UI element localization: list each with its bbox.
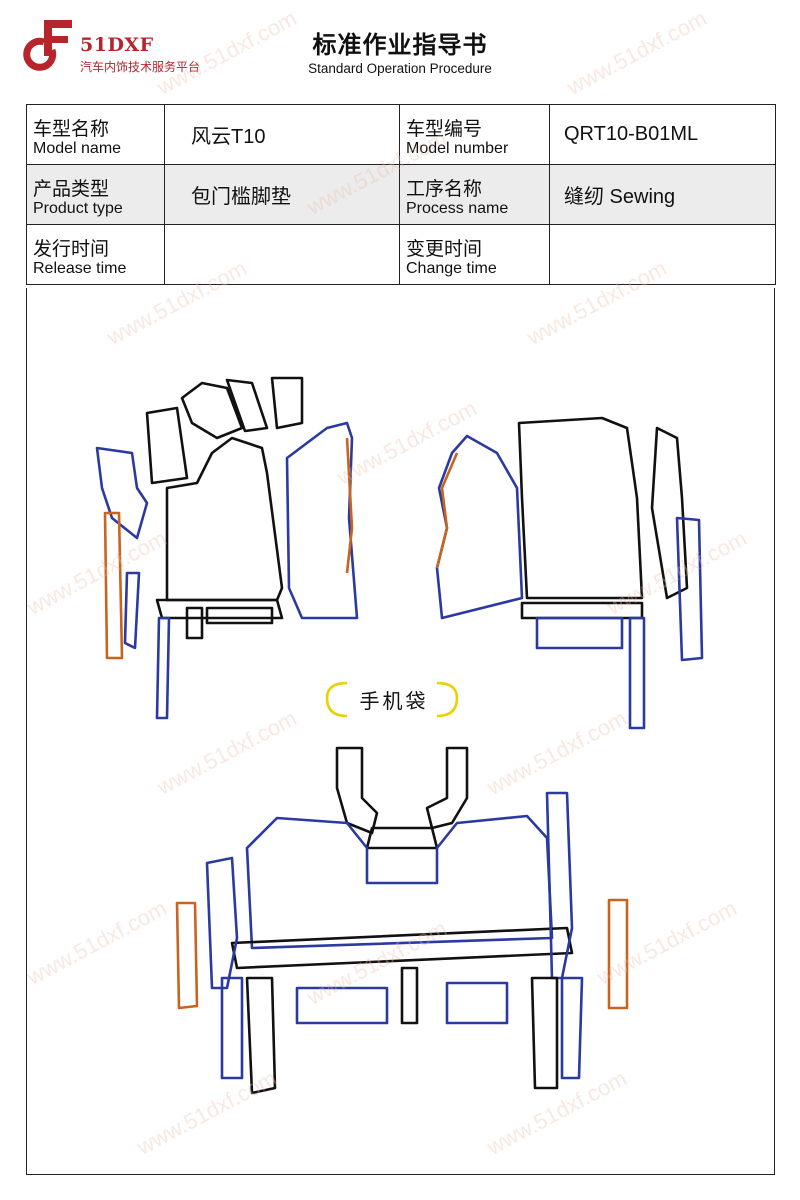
rear-left-lower-piece-2 — [245, 976, 277, 1095]
logo-slogan: 汽车内饰技术服务平台 — [80, 60, 201, 74]
brand-logo: 51DXF 汽车内饰技术服务平台 — [22, 18, 262, 78]
process-name-value-cell: 缝纫 Sewing — [549, 164, 776, 225]
change-time-value-cell — [549, 224, 776, 285]
product-type-value-cell: 包门槛脚垫 — [164, 164, 400, 225]
release-time-value-cell — [164, 224, 400, 285]
model-number-label-cn: 车型编号 — [406, 117, 483, 140]
title-chinese: 标准作业指导书 — [312, 31, 488, 59]
front-right-lower-strip-1 — [520, 601, 644, 620]
document-title: 标准作业指导书 Standard Operation Procedure — [250, 30, 550, 78]
rear-main-floor-piece — [245, 814, 554, 950]
document-header: 51DXF 汽车内饰技术服务平台 标准作业指导书 Standard Operat… — [0, 0, 800, 100]
front-left-top-piece-3 — [225, 378, 269, 433]
front-right-lower-strip-3 — [628, 616, 646, 730]
process-name-label: 工序名称 Process name — [399, 164, 550, 225]
pattern-outlines — [95, 376, 704, 1095]
phone-pocket-right-bracket — [436, 681, 459, 718]
rear-mat-group — [175, 746, 629, 1095]
front-right-left-piece — [435, 434, 524, 620]
release-time-label: 发行时间 Release time — [26, 224, 165, 285]
info-table: 车型名称 Model name 风云T10 车型编号 Model number … — [26, 104, 776, 285]
front-right-right-piece-2 — [675, 516, 704, 662]
front-left-mat-group — [95, 376, 359, 720]
front-left-side-piece — [95, 446, 149, 540]
model-number-label-en: Model number — [406, 139, 509, 157]
front-right-right-piece-1 — [650, 426, 689, 600]
phone-pocket-left-bracket — [325, 681, 348, 718]
model-name-label-en: Model name — [33, 139, 122, 157]
process-name-label-cn: 工序名称 — [406, 177, 483, 200]
rear-right-lower-piece-2 — [560, 976, 584, 1080]
change-time-label: 变更时间 Change time — [399, 224, 550, 285]
rear-center-bridge — [365, 826, 439, 850]
front-left-lower-strip-1 — [155, 598, 284, 620]
front-right-lower-strip-2 — [535, 616, 624, 650]
info-row-product: 产品类型 Product type 包门槛脚垫 工序名称 Process nam… — [26, 164, 776, 225]
rear-left-lower-piece-1 — [220, 976, 244, 1080]
model-number-value-cell: QRT10-B01ML — [549, 104, 776, 165]
model-name-label-cn: 车型名称 — [33, 117, 110, 140]
front-left-top-piece-2 — [180, 381, 244, 440]
front-left-top-piece-4 — [270, 376, 304, 430]
rear-right-upper-piece — [545, 791, 574, 980]
front-left-top-piece-1 — [145, 406, 189, 485]
model-number-value: QRT10-B01ML — [564, 123, 699, 145]
model-name-value: 风云T10 — [191, 126, 266, 148]
model-name-value-cell: 风云T10 — [164, 104, 400, 165]
process-name-label-en: Process name — [406, 199, 509, 217]
product-type-value: 包门槛脚垫 — [191, 186, 291, 208]
rear-tunnel-piece-2 — [425, 746, 469, 830]
rear-center-block-right — [445, 981, 509, 1025]
rear-tunnel-piece — [335, 746, 379, 835]
product-type-label: 产品类型 Product type — [26, 164, 165, 225]
rear-center-block-mid — [400, 966, 419, 1025]
front-left-lower-strip-3 — [205, 606, 274, 625]
rear-right-sill — [607, 898, 629, 1010]
rear-left-upper-piece — [205, 856, 239, 990]
front-right-mat-group — [435, 416, 704, 730]
model-name-label: 车型名称 Model name — [26, 104, 165, 165]
model-number-label: 车型编号 Model number — [399, 104, 550, 165]
front-left-right-piece-edge — [345, 437, 354, 574]
front-left-lower-strip-4 — [155, 616, 171, 720]
front-left-sill-strip — [103, 511, 124, 660]
product-type-label-en: Product type — [33, 199, 123, 217]
change-time-label-cn: 变更时间 — [406, 237, 483, 260]
title-english: Standard Operation Procedure — [308, 61, 492, 76]
release-time-label-cn: 发行时间 — [33, 237, 110, 260]
front-left-lower-strip-2 — [185, 606, 204, 640]
front-right-main-piece — [517, 416, 644, 600]
phone-pocket-label: 手机袋 — [359, 689, 429, 713]
front-left-sill-strip-inner — [123, 571, 141, 650]
rear-crossbar-piece — [230, 926, 574, 970]
product-type-label-cn: 产品类型 — [33, 177, 110, 200]
rear-left-sill — [175, 901, 199, 1010]
process-name-value: 缝纫 Sewing — [564, 186, 676, 208]
rear-center-block-left — [295, 986, 389, 1025]
rear-right-lower-piece-1 — [530, 976, 559, 1090]
info-row-time: 发行时间 Release time 变更时间 Change time — [26, 224, 776, 285]
phone-pocket-group — [325, 681, 459, 718]
logo-brand-text: 51DXF — [80, 34, 154, 56]
change-time-label-en: Change time — [406, 259, 497, 277]
info-row-model: 车型名称 Model name 风云T10 车型编号 Model number … — [26, 104, 776, 165]
logo-mark-icon — [23, 20, 72, 71]
release-time-label-en: Release time — [33, 259, 127, 277]
front-right-left-piece-edge — [435, 452, 459, 569]
front-left-right-piece — [285, 421, 359, 620]
floor-mat-pattern-drawing: 手机袋 — [26, 288, 775, 1175]
